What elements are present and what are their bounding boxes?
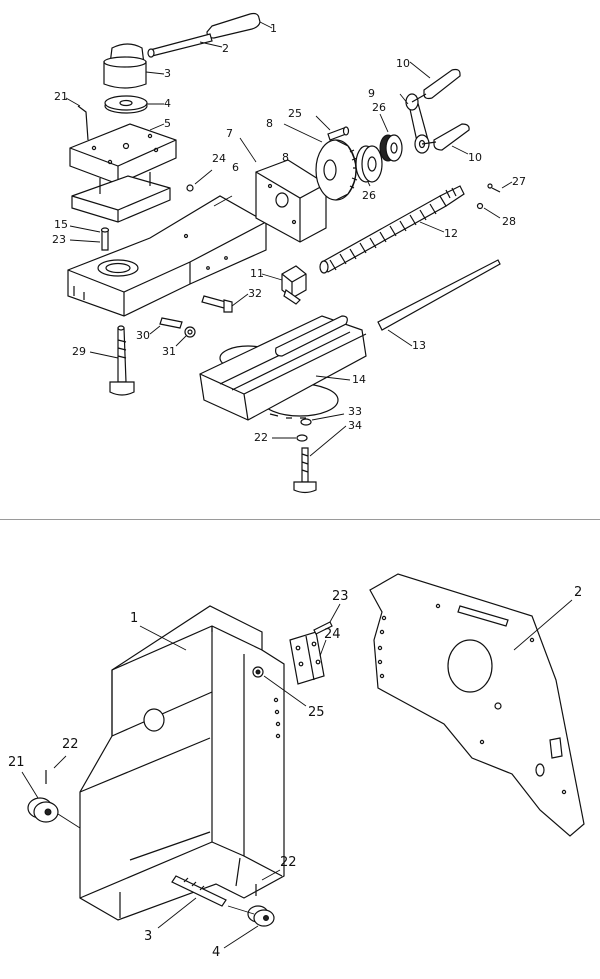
part-33-washer <box>300 413 345 426</box>
label-part-11: 11 <box>250 267 264 280</box>
label-part-8: 8 <box>266 117 273 130</box>
label-part-22-bottom: 22 <box>280 855 297 870</box>
part-24-nut <box>186 169 213 192</box>
part-1-gear-guard <box>79 605 285 921</box>
part-22-nut <box>272 434 308 442</box>
part-30-screw <box>149 317 183 335</box>
label-part-7: 7 <box>226 127 233 140</box>
label-part-4-nut: 4 <box>212 945 221 960</box>
part-21-nut <box>21 771 81 829</box>
label-part-25: 25 <box>288 107 302 120</box>
label-part-12: 12 <box>444 227 458 240</box>
top-assembly-drawing <box>65 12 513 494</box>
label-part-9: 9 <box>368 87 375 100</box>
label-part-1-guard: 1 <box>130 611 139 626</box>
part-26-collar <box>355 145 383 187</box>
label-part-13: 13 <box>412 339 426 352</box>
part-22-pin-left <box>45 755 67 784</box>
label-part-34: 34 <box>348 419 362 432</box>
label-part-22: 22 <box>254 431 268 444</box>
part-10-handle-lower <box>421 123 470 155</box>
part-4-nut <box>223 905 275 949</box>
label-part-28: 28 <box>502 215 516 228</box>
part-6-saddle <box>67 195 267 317</box>
label-part-27: 27 <box>512 175 526 188</box>
label-part-23: 23 <box>52 233 66 246</box>
label-part-2-plate: 2 <box>574 585 583 600</box>
label-part-25-screw: 25 <box>308 705 325 720</box>
part-26-collar-b <box>379 113 403 162</box>
label-part-2: 2 <box>222 42 229 55</box>
label-part-26-lower: 26 <box>362 189 376 202</box>
label-part-26-upper: 26 <box>372 101 386 114</box>
part-32-bolt <box>201 293 249 313</box>
label-part-30: 30 <box>136 329 150 342</box>
label-part-4: 4 <box>164 97 171 110</box>
label-part-31: 31 <box>162 345 176 358</box>
part-1-handle-grip <box>206 12 273 39</box>
label-part-29: 29 <box>72 345 86 358</box>
label-part-32: 32 <box>248 287 262 300</box>
label-part-6: 6 <box>232 161 239 174</box>
part-5-top-plate <box>69 123 177 223</box>
label-part-23-screw: 23 <box>332 589 349 604</box>
part-7-bearing-block <box>239 137 327 243</box>
part-31-nut <box>175 326 196 347</box>
part-4-washer <box>104 95 164 114</box>
part-12-lead-screw <box>319 185 465 274</box>
part-8-dial <box>283 123 358 201</box>
part-14-compound-slide <box>199 315 367 421</box>
part-2-rod <box>147 33 223 58</box>
part-34-bolt <box>293 425 347 494</box>
part-25-screw <box>252 666 307 707</box>
part-27-28-small-parts <box>476 181 513 219</box>
part-10-handle-upper <box>409 61 461 103</box>
label-part-8-block: 8 <box>282 151 289 164</box>
part-15-23-pin <box>69 225 110 251</box>
part-22-pin-bottom <box>255 869 281 896</box>
part-3-shaft <box>157 875 227 929</box>
part-2-mounting-plate <box>369 573 585 837</box>
part-13-gib-strip <box>377 259 501 347</box>
label-part-24: 24 <box>212 152 226 165</box>
label-part-3-shaft: 3 <box>144 929 153 944</box>
label-part-5: 5 <box>164 117 171 130</box>
label-part-3: 3 <box>164 67 171 80</box>
part-21-pin <box>65 97 89 141</box>
label-part-21: 21 <box>54 90 68 103</box>
label-part-22-left: 22 <box>62 737 79 752</box>
label-part-15: 15 <box>54 218 68 231</box>
part-3-cap <box>103 43 165 89</box>
label-part-33: 33 <box>348 405 362 418</box>
part-24-hinge <box>289 631 327 685</box>
section-divider <box>0 519 600 520</box>
label-part-10-lower: 10 <box>468 151 482 164</box>
label-part-14: 14 <box>352 373 366 386</box>
label-part-10-upper: 10 <box>396 57 410 70</box>
part-29-long-bolt <box>89 325 135 396</box>
part-11-nut-block <box>261 265 307 305</box>
label-part-21-nut: 21 <box>8 755 25 770</box>
part-25-screw <box>315 115 350 141</box>
label-part-1: 1 <box>270 22 277 35</box>
label-part-24-hinge: 24 <box>324 627 341 642</box>
